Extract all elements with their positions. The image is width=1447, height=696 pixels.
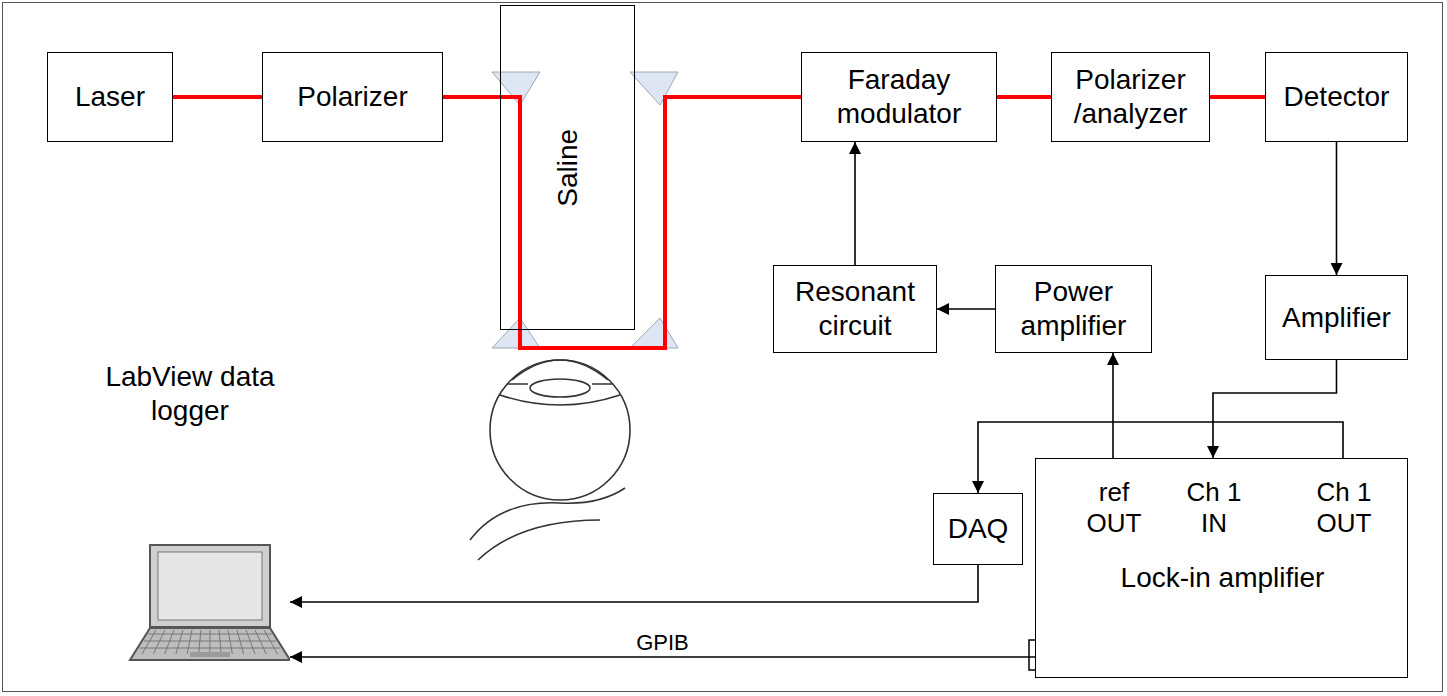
signal-wire	[290, 565, 978, 602]
cornea	[512, 360, 608, 380]
port-label: Ch 1 OUT	[1304, 477, 1384, 539]
laser-beam	[443, 97, 801, 348]
node-label: Faraday modulator	[802, 63, 996, 130]
node-label: Saline	[551, 129, 585, 207]
laser-beam	[997, 95, 1051, 99]
node-label: Resonant circuit	[774, 275, 936, 342]
signal-wire	[1336, 142, 1338, 275]
amplifier-box: Amplifier	[1265, 275, 1408, 360]
node-label: DAQ	[948, 512, 1009, 546]
signal-wire	[854, 142, 856, 265]
modulator-box: Faraday modulator	[801, 52, 997, 142]
eyeball	[490, 360, 630, 500]
node-label: Polarizer	[297, 80, 407, 114]
analyzer-box: Polarizer /analyzer	[1051, 52, 1210, 142]
lock-in-box: ref OUT Ch 1 IN Ch 1 OUT Lock-in amplifier	[1035, 458, 1408, 678]
lens	[530, 379, 590, 397]
prism	[630, 318, 678, 348]
node-label: Polarizer /analyzer	[1052, 63, 1209, 130]
circuit-box: Resonant circuit	[773, 265, 937, 353]
node-label: LabView data logger	[90, 360, 290, 427]
daq-box: DAQ	[933, 493, 1023, 565]
signal-wire	[937, 308, 995, 310]
port-label: ref OUT	[1074, 477, 1154, 539]
detector-box: Detector	[1265, 52, 1408, 142]
prism	[630, 72, 678, 105]
signal-wire	[1213, 360, 1337, 458]
signal-wire	[290, 656, 1035, 658]
eyelid	[470, 488, 625, 540]
polarizer-box: Polarizer	[262, 52, 443, 142]
node-label: Detector	[1284, 80, 1390, 114]
ciliary	[500, 395, 620, 405]
saline-column: Saline	[500, 5, 635, 330]
edge-label: GPIB	[633, 631, 692, 655]
node-label: Amplifier	[1282, 301, 1391, 335]
signal-wire	[1112, 353, 1114, 458]
power-amp-box: Power amplifier	[995, 265, 1152, 353]
laser-box: Laser	[47, 52, 173, 142]
port-label: Ch 1 IN	[1174, 477, 1254, 539]
node-label: Lock-in amplifier	[1036, 561, 1409, 595]
node-label: Power amplifier	[996, 275, 1151, 342]
eyelid	[478, 520, 600, 560]
laser-beam	[1210, 95, 1265, 99]
iris	[508, 383, 612, 385]
node-label: Laser	[75, 80, 145, 114]
computer-node: LabView data logger	[90, 360, 290, 670]
laser-beam	[173, 95, 262, 99]
